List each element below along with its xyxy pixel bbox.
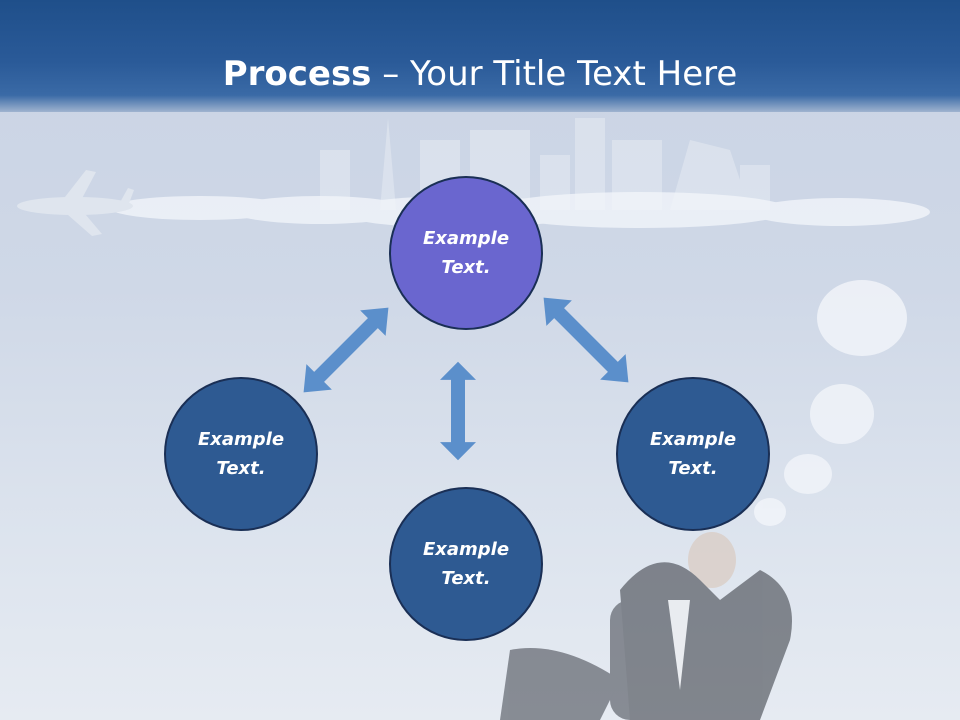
businessman-illustration — [500, 532, 792, 720]
circle-left-line1: Example — [197, 429, 285, 450]
title-bar — [0, 0, 960, 112]
circle-left[interactable]: Example Text. — [164, 377, 318, 531]
circle-top[interactable]: Example Text. — [389, 176, 543, 330]
arrow-top-right — [530, 284, 642, 396]
circle-bottom-line1: Example — [422, 539, 510, 560]
title-bold: Process — [222, 54, 372, 94]
circle-right-line2: Text. — [668, 458, 718, 479]
title-rest: – Your Title Text Here — [371, 54, 738, 94]
arrow-left-top — [290, 294, 402, 406]
cloud-trail — [110, 192, 930, 526]
circle-top-line2: Text. — [441, 257, 491, 278]
circle-right-line1: Example — [649, 429, 737, 450]
circle-bottom[interactable]: Example Text. — [389, 487, 543, 641]
page-title: Process – Your Title Text Here — [0, 52, 960, 96]
circle-left-line2: Text. — [216, 458, 266, 479]
circle-bottom-line2: Text. — [441, 568, 491, 589]
arrow-top-bottom — [440, 361, 476, 461]
circle-top-line1: Example — [422, 228, 510, 249]
airplane-icon — [17, 170, 134, 236]
circle-right[interactable]: Example Text. — [616, 377, 770, 531]
